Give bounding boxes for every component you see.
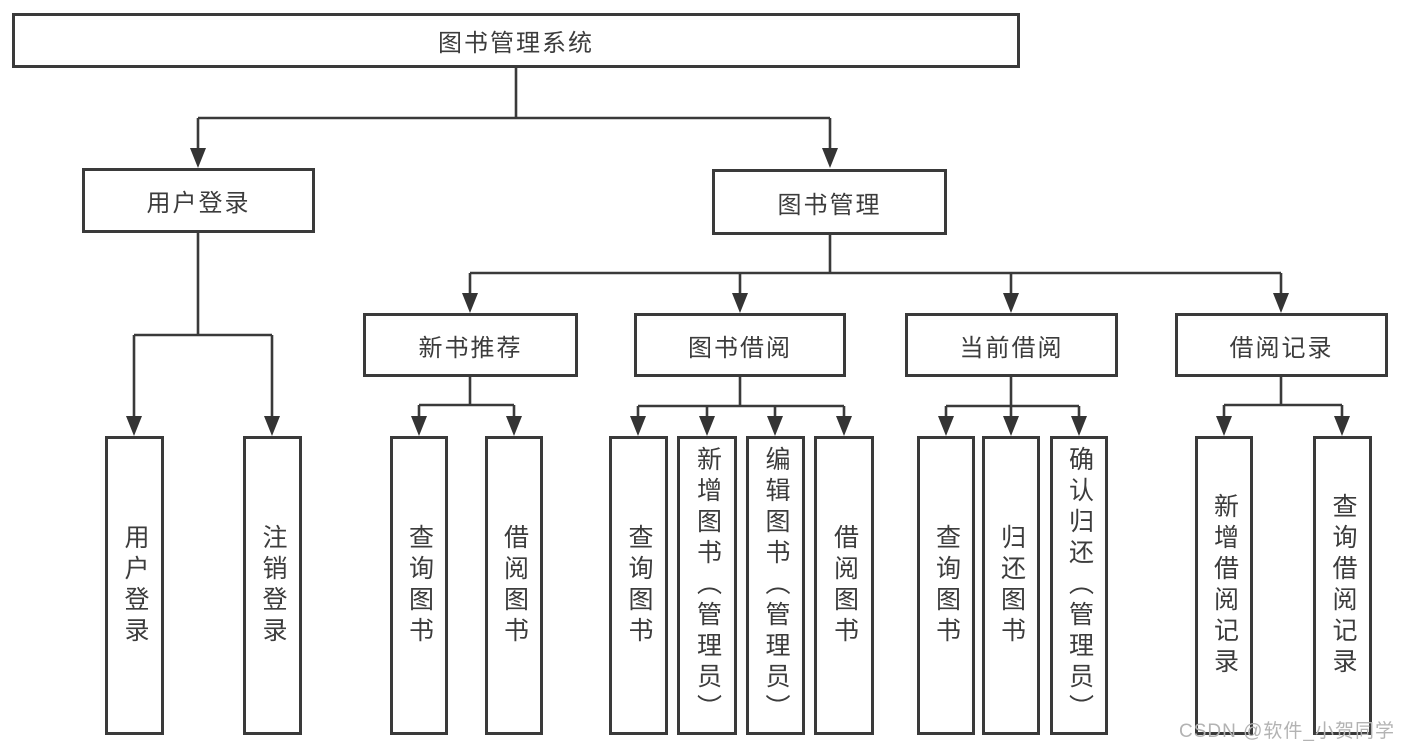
leaf-logout: 注销登录 (243, 436, 302, 735)
leaf-confirm-return-admin: 确认归还（管理员） (1050, 436, 1108, 735)
node-library-management-system: 图书管理系统 (12, 13, 1020, 68)
watermark-text: CSDN @软件_小贺同学 (1179, 721, 1395, 742)
node-book-management: 图书管理 (712, 169, 947, 235)
leaf-user-login: 用户登录 (105, 436, 164, 735)
node-borrowing-records: 借阅记录 (1175, 313, 1388, 377)
leaf-query-borrow-record: 查询借阅记录 (1313, 436, 1372, 735)
leaf-return-book: 归还图书 (982, 436, 1040, 735)
node-current-borrowing: 当前借阅 (905, 313, 1118, 377)
node-book-borrowing: 图书借阅 (634, 313, 846, 377)
leaf-query-books-borrowing: 查询图书 (609, 436, 668, 735)
leaf-borrow-books-borrowing: 借阅图书 (814, 436, 874, 735)
leaf-query-books-current: 查询图书 (917, 436, 975, 735)
leaf-add-borrow-record: 新增借阅记录 (1195, 436, 1253, 735)
node-new-book-recommendation: 新书推荐 (363, 313, 578, 377)
leaf-query-books-recommend: 查询图书 (390, 436, 448, 735)
leaf-add-book-admin: 新增图书（管理员） (677, 436, 737, 735)
node-user-login: 用户登录 (82, 168, 315, 233)
leaf-edit-book-admin: 编辑图书（管理员） (746, 436, 805, 735)
leaf-borrow-books-recommend: 借阅图书 (485, 436, 543, 735)
